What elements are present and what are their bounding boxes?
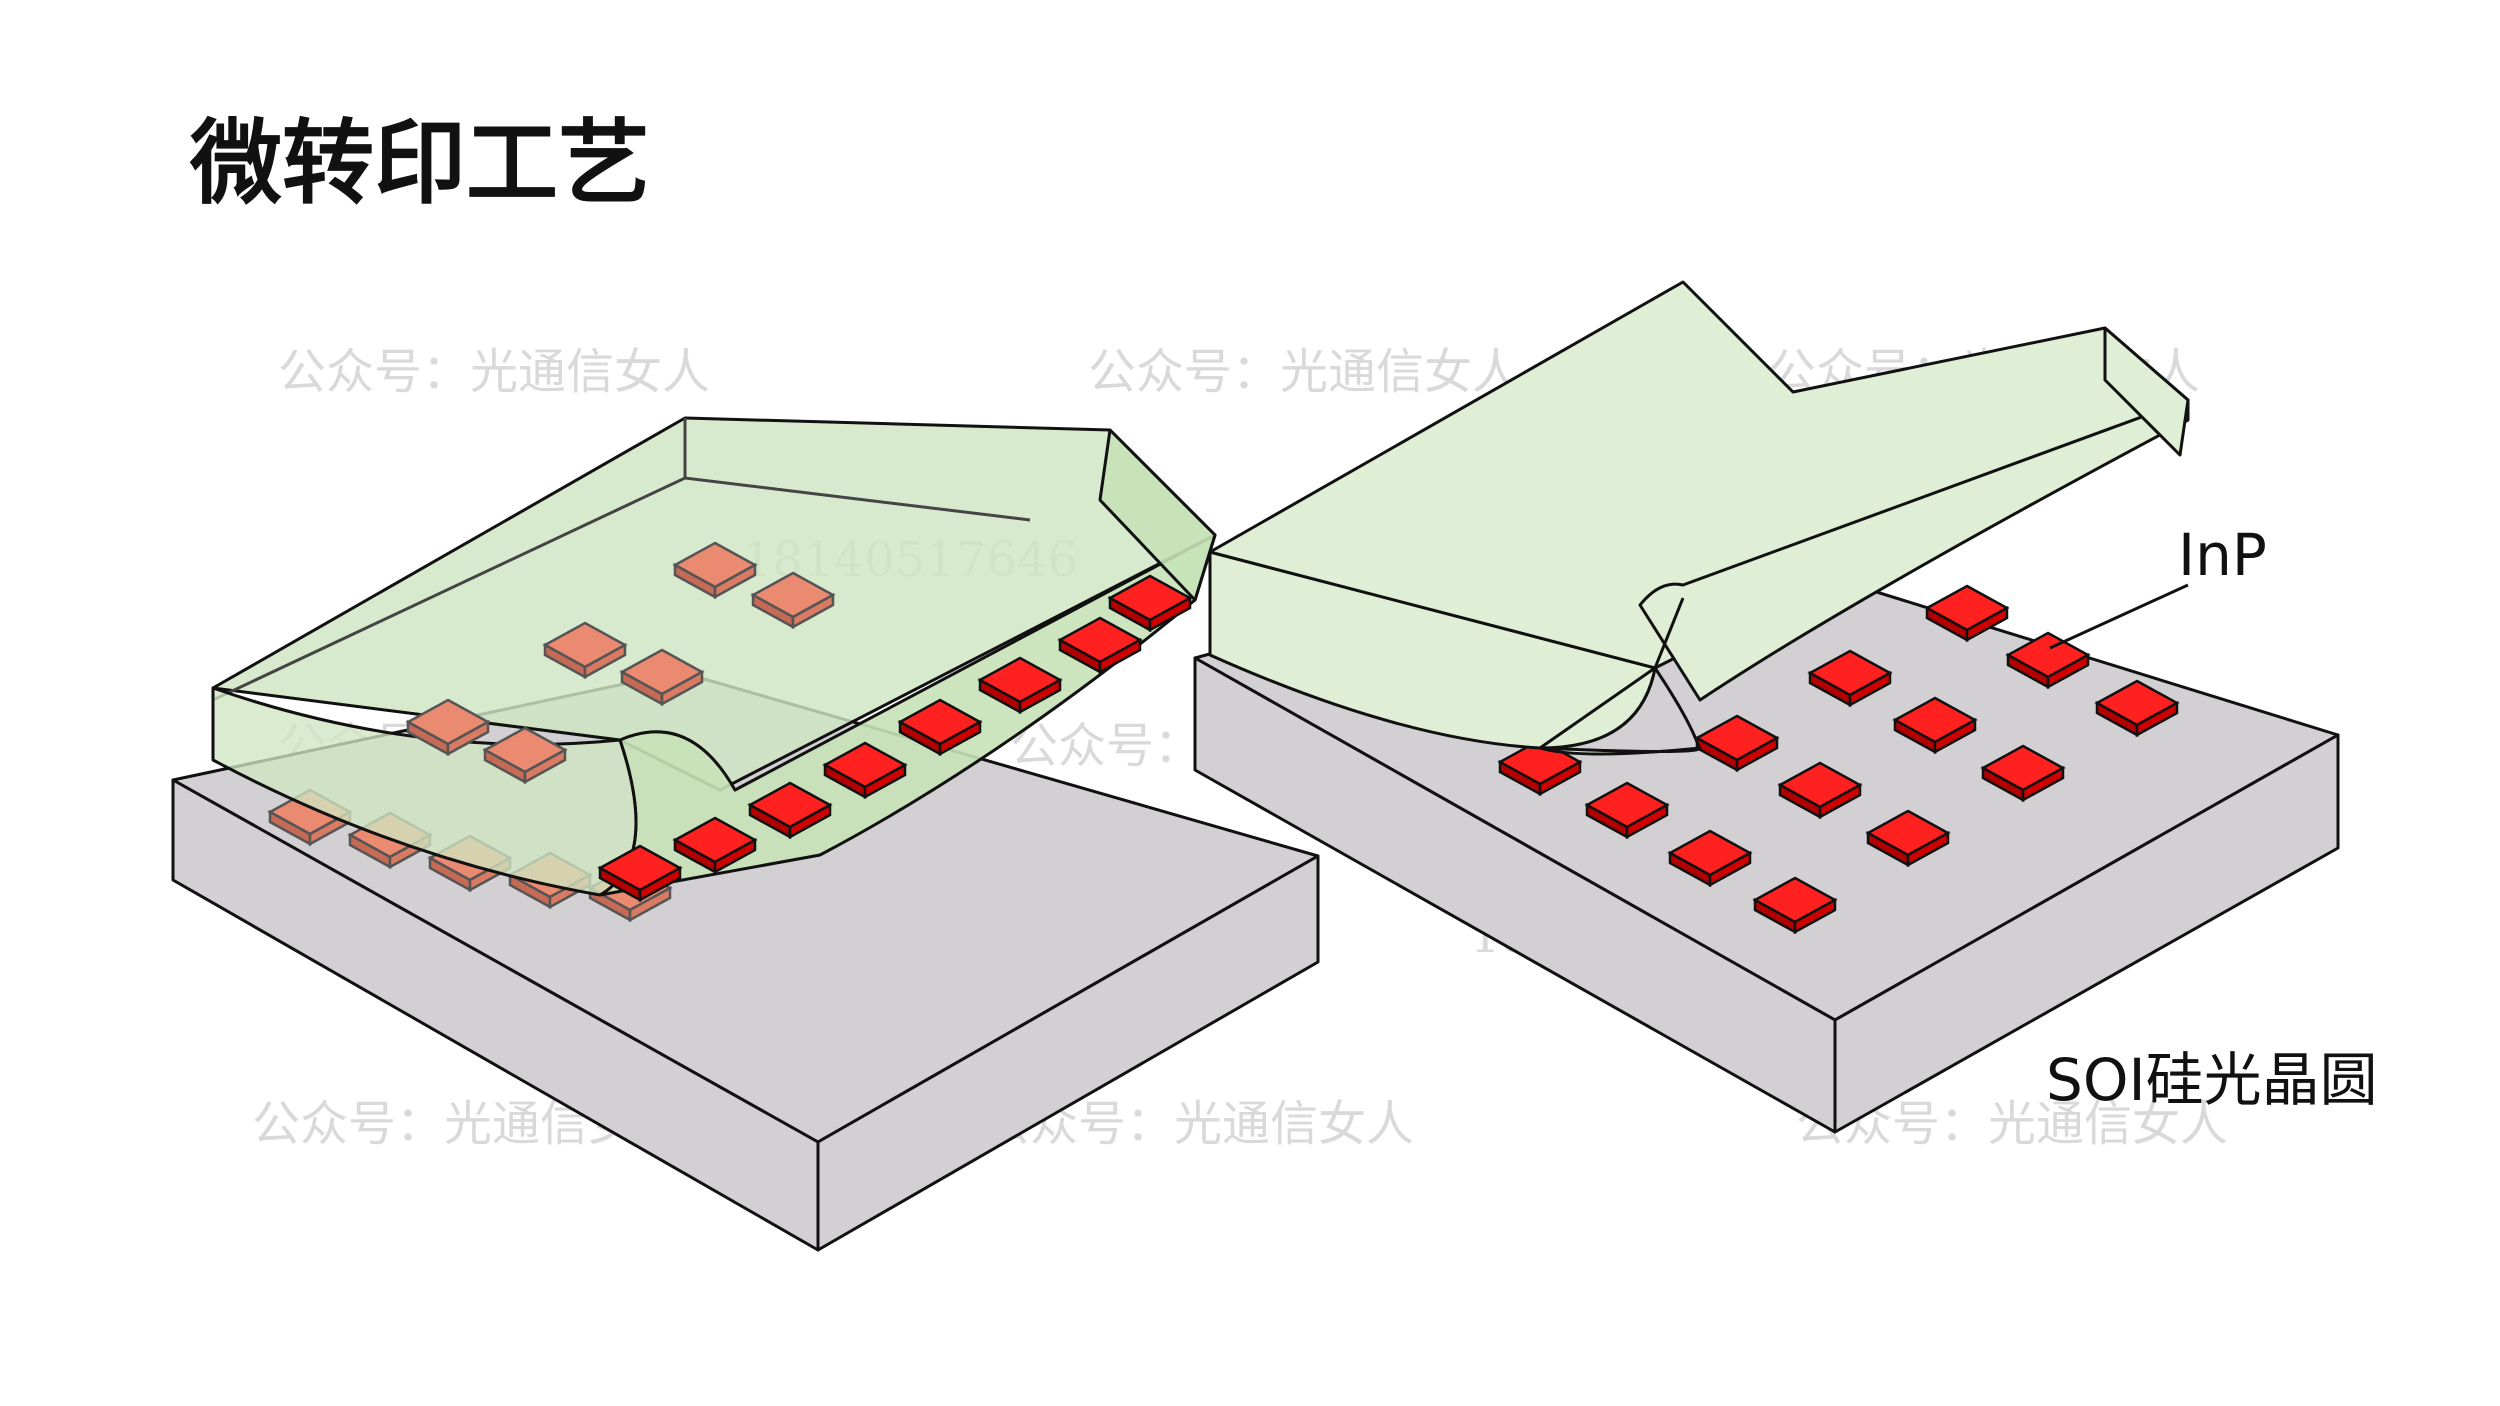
watermark-account: 公众号：光通信女人 xyxy=(278,344,710,400)
left-stamp xyxy=(211,416,1217,897)
wafer-label: SOI硅光晶圆 xyxy=(2046,1046,2378,1114)
left-assembly xyxy=(171,416,1320,1252)
watermark-account: 公众号：光通信女人 xyxy=(1088,344,1520,400)
right-stamp xyxy=(1208,280,2190,756)
page-title: 微转印工艺 xyxy=(189,110,650,217)
inp-label: InP xyxy=(2178,521,2267,589)
right-assembly xyxy=(1193,280,2340,1134)
inp-leader-line xyxy=(2049,583,2189,650)
